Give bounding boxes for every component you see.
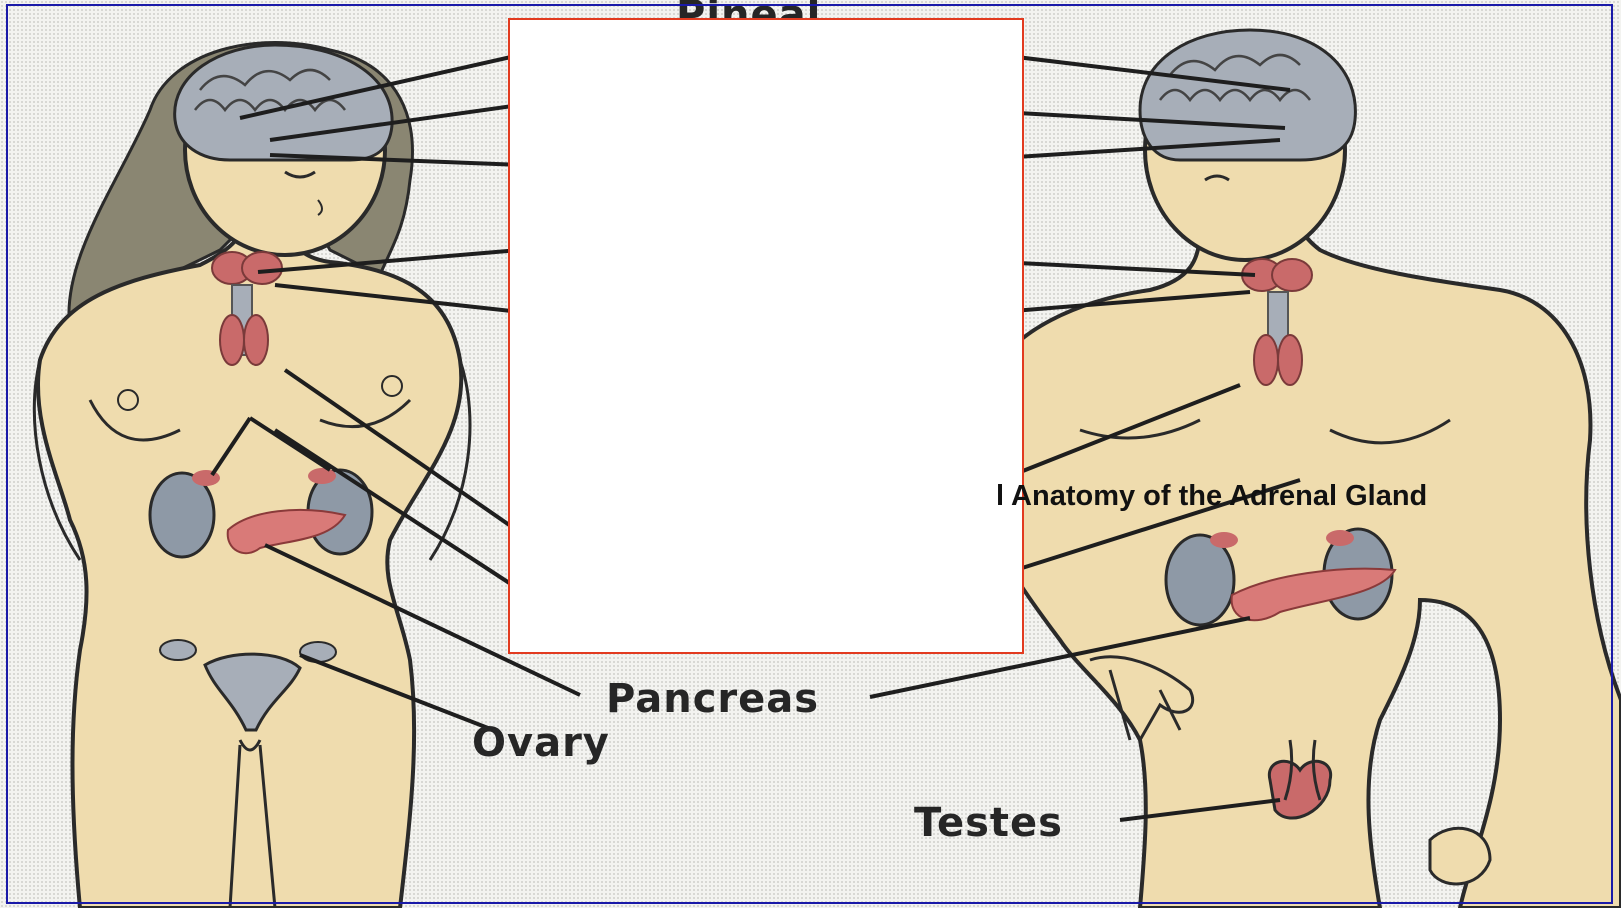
label-testes: Testes: [914, 800, 1063, 846]
label-pancreas: Pancreas: [606, 676, 819, 722]
caption-adrenal-anatomy: l Anatomy of the Adrenal Gland: [996, 480, 1427, 513]
female-figure: [34, 43, 470, 908]
white-overlay-box: [508, 18, 1024, 654]
label-ovary: Ovary: [472, 720, 610, 766]
male-figure: [982, 30, 1621, 908]
